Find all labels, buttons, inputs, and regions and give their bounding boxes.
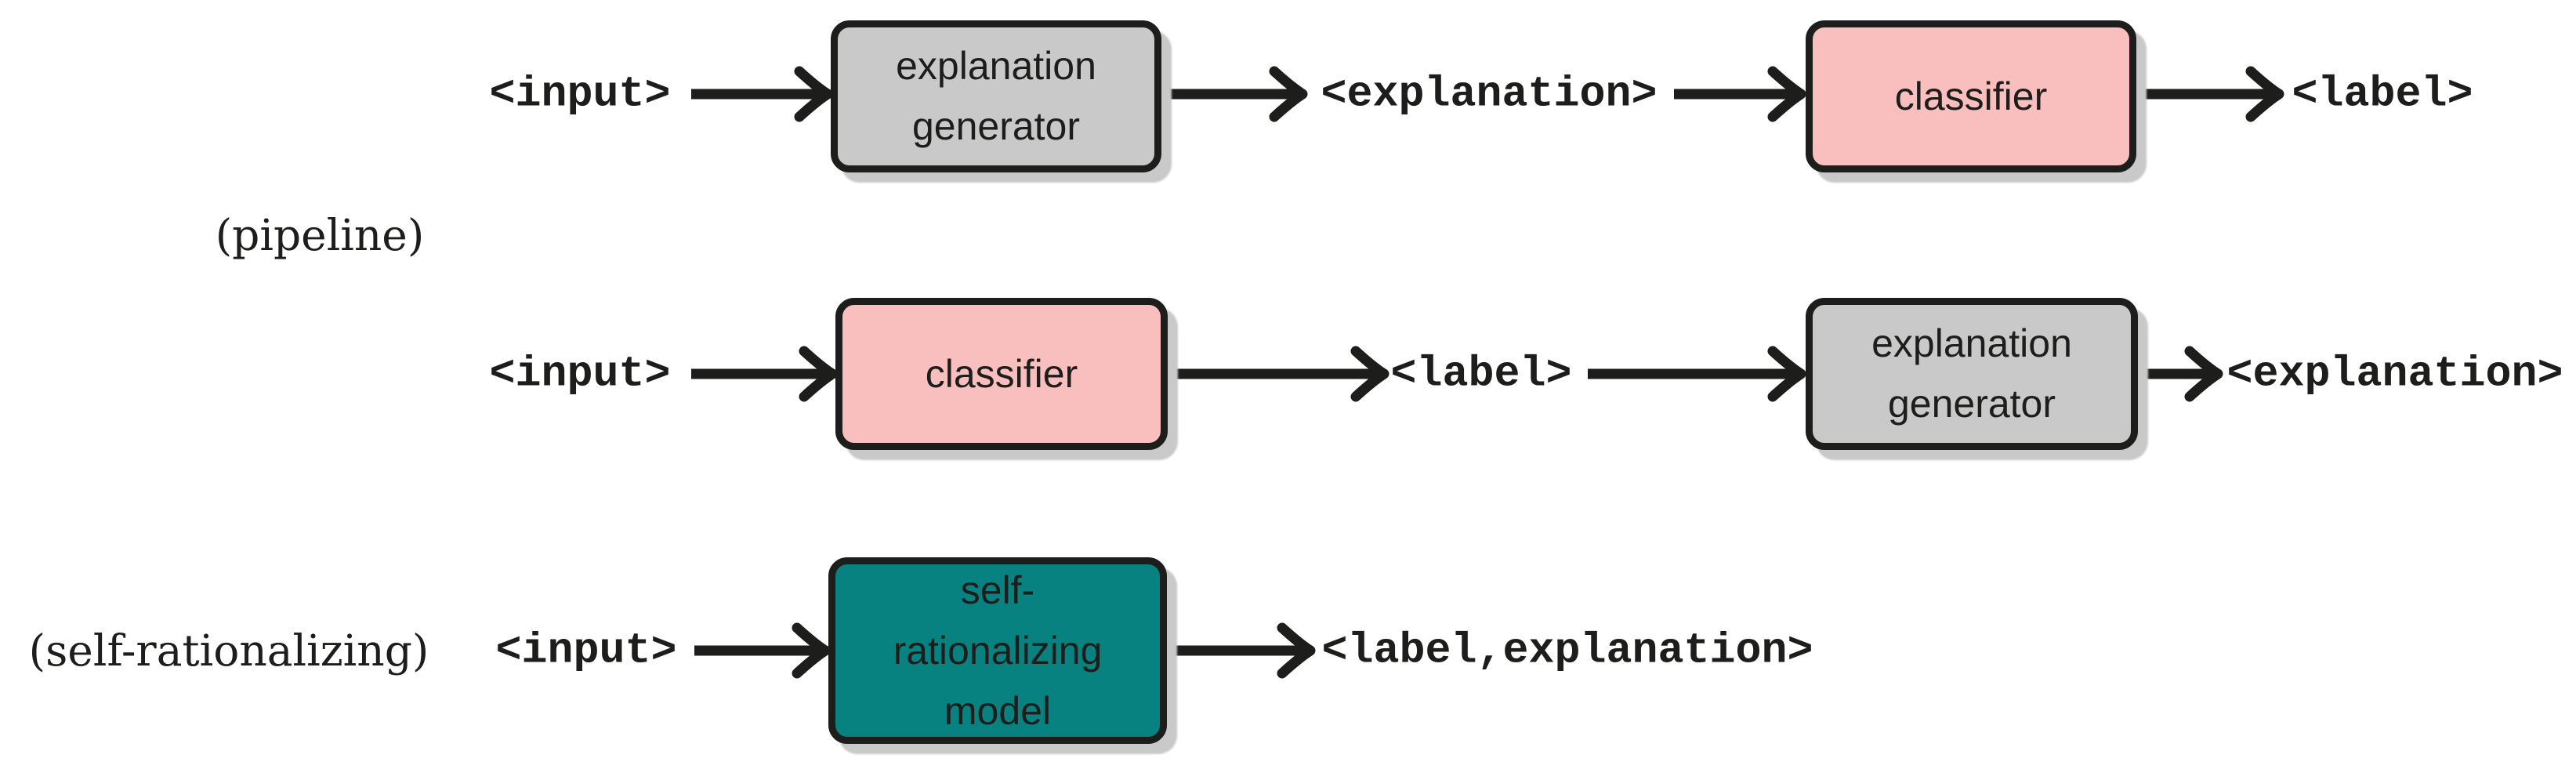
- arrow-row2-classifier-to-label: [1171, 351, 1384, 397]
- row-title-pipeline: (pipeline): [215, 210, 425, 260]
- row1-generator-label-line2: generator: [911, 104, 1081, 148]
- row3-label-explanation-token: <label,explanation>: [1321, 626, 1813, 676]
- row2-explanation-token: <explanation>: [2226, 349, 2563, 399]
- arrow-row1-input-to-generator: [691, 71, 828, 117]
- row1-classifier-box: classifier: [1806, 20, 2136, 172]
- row2-classifier-label: classifier: [925, 351, 1078, 396]
- row1-classifier-label: classifier: [1894, 74, 2048, 118]
- row1-generator-label-line1: explanation: [896, 44, 1096, 88]
- row3-model-label-line2: rationalizing: [893, 628, 1103, 673]
- row2-input-token: <input>: [489, 349, 671, 399]
- arrow-row1-explanation-to-classifier: [1674, 71, 1801, 117]
- row1-explanation-generator-box: explanation generator: [831, 20, 1161, 172]
- arrow-row3-model-to-output: [1170, 628, 1310, 673]
- row1-explanation-token: <explanation>: [1321, 69, 1658, 119]
- arrow-row1-generator-to-explanation: [1163, 71, 1302, 117]
- row1-input-token: <input>: [489, 69, 671, 119]
- row2-classifier-box: classifier: [835, 298, 1168, 450]
- row1-label-token: <label>: [2292, 69, 2473, 119]
- row2-generator-label-line2: generator: [1887, 382, 2056, 426]
- arrow-row2-input-to-classifier: [691, 351, 832, 397]
- row3-input-token: <input>: [495, 626, 677, 676]
- arrow-row2-label-to-generator: [1588, 351, 1801, 397]
- row2-explanation-generator-box: explanation generator: [1806, 298, 2138, 450]
- arrow-row2-generator-to-explanation: [2141, 351, 2218, 397]
- arrow-row3-input-to-model: [694, 628, 825, 673]
- row2-label-token: <label>: [1390, 349, 1572, 399]
- row3-model-label-line3: model: [944, 688, 1052, 733]
- row3-self-rationalizing-model-box: self- rationalizing model: [828, 557, 1167, 744]
- row2-generator-label-line1: explanation: [1871, 321, 2072, 365]
- row-title-self-rationalizing: (self-rationalizing): [28, 626, 429, 676]
- arrow-row1-classifier-to-label: [2138, 71, 2279, 117]
- row3-model-label-line1: self-: [960, 567, 1035, 612]
